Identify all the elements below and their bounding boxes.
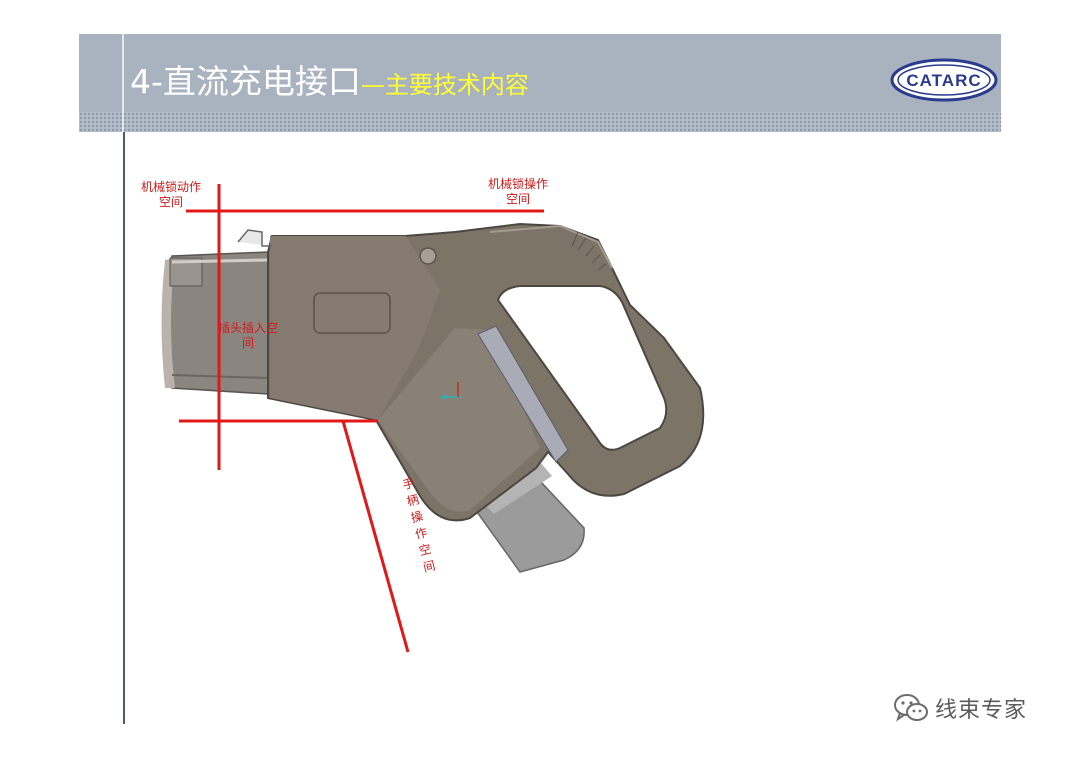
handle-grip-strip: [477, 325, 569, 463]
annotation-plug-insertion: 插头插入空间: [217, 321, 278, 350]
logo-text: CATARC: [906, 71, 981, 90]
left-margin-line: [123, 132, 125, 724]
watermark-text: 线束专家: [935, 698, 1028, 723]
origin-marker: [441, 382, 462, 400]
header-divider-line: [122, 34, 124, 132]
header-dotted-strip: [79, 112, 1001, 132]
annotation-mech-lock-operation: 机械锁操作空间: [487, 177, 548, 206]
annotation-mech-lock-motion: 机械锁动作空间: [140, 180, 201, 209]
wechat-icon: [894, 694, 928, 722]
catarc-logo: CATARC: [890, 58, 998, 102]
handle-opening: [496, 285, 668, 451]
slide-title: 4-直流充电接口—主要技术内容: [130, 62, 529, 105]
title-main: 4-直流充电接口: [130, 62, 361, 101]
clearance-lines: [179, 184, 544, 653]
title-subtitle: —主要技术内容: [360, 71, 529, 99]
watermark: 线束专家: [893, 690, 1027, 726]
header-band: [79, 34, 1001, 112]
connector-nozzle: [161, 251, 269, 395]
handle-ribs: [571, 231, 607, 271]
